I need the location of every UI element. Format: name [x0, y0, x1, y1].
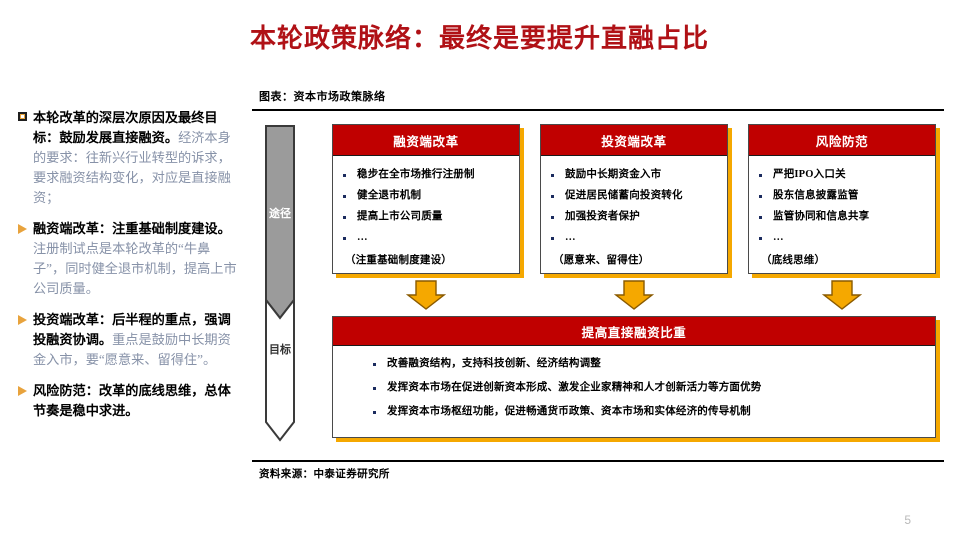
- chart-top-rule: [252, 109, 944, 111]
- top-box-1-bullet-2: 加强投资者保护: [565, 211, 640, 222]
- list-item: 促进居民储蓄向投资转化: [551, 189, 721, 202]
- triangle-bullet-icon: [18, 315, 27, 325]
- sidebar-block-0-strong: 本轮改革的深层次原因及最终目标：鼓励发展直接融资。: [33, 110, 218, 145]
- top-box-2-bullet-0: 严把IPO入口关: [773, 169, 846, 180]
- list-item: …: [551, 231, 721, 244]
- sidebar-block-2-strong: 投资端改革：后半程的重点，强调投融资协调。: [33, 312, 231, 347]
- sidebar-block-1: 融资端改革：注重基础制度建设。注册制试点是本轮改革的“牛鼻子”，同时健全退市机制…: [18, 219, 240, 299]
- path-arrow-top-label: 途径: [269, 208, 291, 220]
- list-item: …: [759, 231, 929, 244]
- top-box-1-bullet-0: 鼓励中长期资金入市: [565, 169, 662, 180]
- top-box-1-footnote: （愿意来、留得住）: [553, 255, 650, 266]
- top-box-0-header: 融资端改革: [333, 125, 519, 156]
- list-item: 严把IPO入口关: [759, 168, 929, 181]
- top-box-1-bullet-3: …: [565, 232, 576, 243]
- triangle-bullet-icon: [18, 386, 27, 396]
- top-box-0-footnote: （注重基础制度建设）: [345, 255, 452, 266]
- top-box-2-footnote: （底线思维）: [761, 255, 826, 266]
- list-item: 改善融资结构，支持科技创新、经济结构调整: [373, 357, 925, 370]
- top-box-risk-prevention[interactable]: 风险防范 严把IPO入口关 股东信息披露监管 监管协同和信息共享 … （底线思维…: [748, 124, 936, 274]
- page-number: 5: [904, 513, 911, 527]
- list-item: 发挥资本市场枢纽功能，促进畅通货币政策、资本市场和实体经济的传导机制: [373, 405, 925, 418]
- list-item: 监管协同和信息共享: [759, 210, 929, 223]
- list-item: 股东信息披露监管: [759, 189, 929, 202]
- sidebar-commentary: 本轮改革的深层次原因及最终目标：鼓励发展直接融资。经济本身的要求：往新兴行业转型…: [18, 108, 240, 432]
- down-arrow-icon: [821, 279, 863, 311]
- sidebar-block-0: 本轮改革的深层次原因及最终目标：鼓励发展直接融资。经济本身的要求：往新兴行业转型…: [18, 108, 240, 208]
- sidebar-block-2: 投资端改革：后半程的重点，强调投融资协调。重点是鼓励中长期资金入市，要“愿意来、…: [18, 310, 240, 370]
- path-arrow-bottom-label: 目标: [269, 344, 291, 356]
- bullet-icon: [759, 195, 762, 198]
- bullet-icon: [373, 387, 376, 390]
- bottom-box-bullet-2: 发挥资本市场枢纽功能，促进畅通货币政策、资本市场和实体经济的传导机制: [387, 406, 751, 417]
- sidebar-block-2-body: 重点是鼓励中长期资金入市，要“愿意来、留得住”。: [33, 332, 231, 367]
- bottom-box-header: 提高直接融资比重: [333, 317, 935, 346]
- triangle-bullet-icon: [18, 224, 27, 234]
- square-bullet-icon: [18, 112, 27, 121]
- bottom-box-bullet-1: 发挥资本市场在促进创新资本形成、激发企业家精神和人才创新活力等方面优势: [387, 382, 762, 393]
- top-box-0-bullet-2: 提高上市公司质量: [357, 211, 443, 222]
- top-box-2-header: 风险防范: [749, 125, 935, 156]
- list-item: 鼓励中长期资金入市: [551, 168, 721, 181]
- top-box-1-bullet-1: 促进居民储蓄向投资转化: [565, 190, 683, 201]
- bottom-box-direct-financing[interactable]: 提高直接融资比重 改善融资结构，支持科技创新、经济结构调整 发挥资本市场在促进创…: [332, 316, 936, 438]
- top-box-0-bullet-3: …: [357, 232, 368, 243]
- list-item: 加强投资者保护: [551, 210, 721, 223]
- bullet-icon: [373, 363, 376, 366]
- top-box-2-bullet-1: 股东信息披露监管: [773, 190, 859, 201]
- sidebar-block-1-strong: 融资端改革：注重基础制度建设。: [33, 221, 231, 236]
- list-item: 稳步在全市场推行注册制: [343, 168, 513, 181]
- down-arrow-icon: [405, 279, 447, 311]
- bullet-icon: [343, 174, 346, 177]
- sidebar-block-0-body: 经济本身的要求：往新兴行业转型的诉求，要求融资结构变化，对应是直接融资；: [33, 130, 231, 205]
- bullet-icon: [551, 216, 554, 219]
- source-note: 资料来源：中泰证券研究所: [259, 469, 390, 480]
- top-box-1-header: 投资端改革: [541, 125, 727, 156]
- bullet-icon: [551, 195, 554, 198]
- bullet-icon: [373, 411, 376, 414]
- chart-panel: 图表：资本市场政策脉络 途径 目标 融资端改革 稳步在全市场推行注册制 健全退市…: [252, 88, 944, 492]
- sidebar-block-3-strong: 风险防范：改革的底线思维，总体节奏是稳中求进。: [33, 383, 231, 418]
- chart-bottom-rule: [252, 460, 944, 462]
- bullet-icon: [759, 237, 762, 240]
- top-box-2-bullet-2: 监管协同和信息共享: [773, 211, 870, 222]
- top-box-0-bullet-1: 健全退市机制: [357, 190, 422, 201]
- top-box-2-bullet-3: …: [773, 232, 784, 243]
- bullet-icon: [759, 216, 762, 219]
- bullet-icon: [551, 174, 554, 177]
- bottom-box-bullet-0: 改善融资结构，支持科技创新、经济结构调整: [387, 358, 601, 369]
- sidebar-block-3: 风险防范：改革的底线思维，总体节奏是稳中求进。: [18, 381, 240, 421]
- top-box-investment-reform[interactable]: 投资端改革 鼓励中长期资金入市 促进居民储蓄向投资转化 加强投资者保护 … （愿…: [540, 124, 728, 274]
- list-item: 发挥资本市场在促进创新资本形成、激发企业家精神和人才创新活力等方面优势: [373, 381, 925, 394]
- down-arrow-icon: [613, 279, 655, 311]
- list-item: 健全退市机制: [343, 189, 513, 202]
- bullet-icon: [343, 237, 346, 240]
- bullet-icon: [343, 195, 346, 198]
- top-box-0-bullet-0: 稳步在全市场推行注册制: [357, 169, 475, 180]
- bullet-icon: [759, 174, 762, 177]
- page-title: 本轮政策脉络：最终是要提升直融占比: [249, 24, 709, 53]
- bullet-icon: [343, 216, 346, 219]
- chart-caption: 图表：资本市场政策脉络: [259, 91, 386, 103]
- sidebar-block-1-body: 注册制试点是本轮改革的“牛鼻子”，同时健全退市机制，提高上市公司质量。: [33, 241, 237, 296]
- list-item: …: [343, 231, 513, 244]
- list-item: 提高上市公司质量: [343, 210, 513, 223]
- path-goal-arrow: 途径 目标: [262, 124, 298, 442]
- bullet-icon: [551, 237, 554, 240]
- top-box-financing-reform[interactable]: 融资端改革 稳步在全市场推行注册制 健全退市机制 提高上市公司质量 … （注重基…: [332, 124, 520, 274]
